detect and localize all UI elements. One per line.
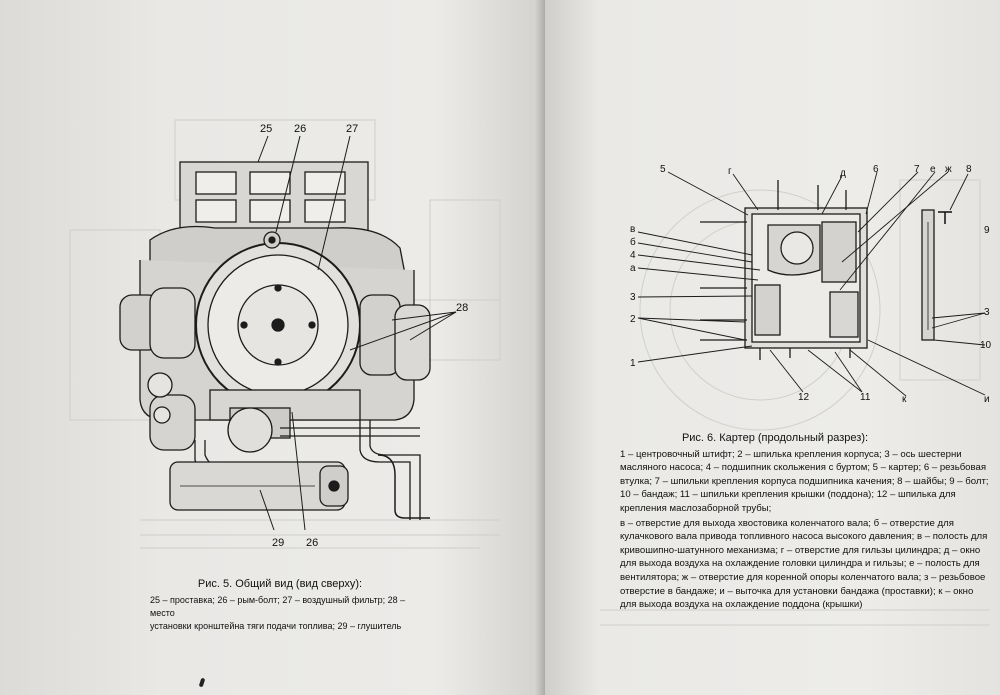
right-page: 5 г д 6 7 е ж 8 9 в б 4 а 3 2 1 12 11 к … — [545, 0, 1000, 695]
label-29: 29 — [272, 537, 284, 549]
label-d: д — [840, 168, 846, 179]
figure-6-caption: Рис. 6. Картер (продольный разрез): 1 – … — [620, 432, 990, 612]
label-2: 2 — [630, 314, 636, 325]
label-10: 10 — [980, 340, 992, 351]
label-5: 5 — [660, 164, 666, 175]
figure-5-caption-line1: 25 – проставка; 26 – рым-болт; 27 – возд… — [150, 595, 406, 618]
label-11: 11 — [860, 392, 871, 403]
label-b: б — [630, 236, 636, 248]
label-4: 4 — [630, 250, 636, 261]
label-12: 12 — [798, 392, 810, 403]
label-6: 6 — [873, 164, 879, 175]
label-i: и — [984, 394, 990, 405]
crankcase-drawing — [637, 171, 986, 397]
figure-6-caption-para2: в – отверстие для выхода хвостовика коле… — [620, 517, 988, 611]
label-9: 9 — [984, 225, 990, 236]
label-zh: ж — [945, 164, 952, 175]
figure-6-caption-title: Рис. 6. Картер (продольный разрез): — [681, 432, 869, 444]
label-e: е — [930, 164, 936, 175]
label-27: 27 — [346, 123, 358, 135]
figure-5-caption: Рис. 5. Общий вид (вид сверху): 25 – про… — [150, 578, 410, 633]
figure-6-caption-para1: 1 – центровочный штифт; 2 – шпилька креп… — [620, 448, 989, 514]
label-k: к — [902, 394, 907, 405]
label-8: 8 — [966, 164, 972, 175]
label-g: г — [728, 166, 732, 177]
label-3-left: 3 — [630, 292, 636, 303]
left-page: 25 26 27 28 29 26 Рис. 5. Общий вид (вид… — [0, 0, 545, 695]
figure-5-callouts: 25 26 27 28 29 26 — [260, 123, 468, 549]
label-7: 7 — [914, 164, 920, 175]
label-a: а — [630, 263, 636, 274]
figure-5-engine-top-view: 25 26 27 28 29 26 — [119, 123, 469, 549]
label-25: 25 — [260, 123, 272, 135]
label-28: 28 — [456, 302, 468, 314]
label-26-top: 26 — [294, 123, 306, 135]
figure-5-caption-title: Рис. 5. Общий вид (вид сверху): — [197, 578, 363, 590]
label-3-right: 3 — [984, 307, 990, 318]
figure-5-caption-line2: установки кронштейна тяги подачи топлива… — [150, 621, 402, 631]
engine-drawing — [119, 135, 457, 531]
label-1: 1 — [630, 358, 636, 369]
figure-6-callouts: 5 г д 6 7 е ж 8 9 в б 4 а 3 2 1 12 11 к … — [630, 164, 992, 405]
label-26-bottom: 26 — [306, 537, 318, 549]
figure-6-crankcase-section: 5 г д 6 7 е ж 8 9 в б 4 а 3 2 1 12 11 к … — [600, 164, 992, 626]
label-v: в — [630, 224, 635, 235]
